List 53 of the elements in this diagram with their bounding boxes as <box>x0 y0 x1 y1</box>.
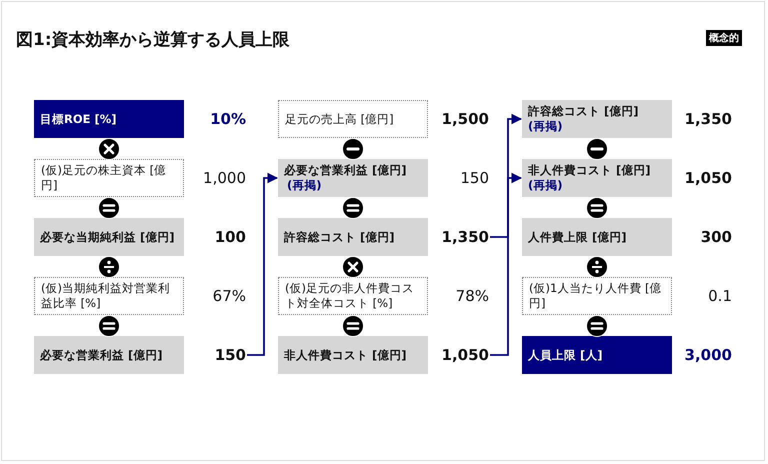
result-box <box>34 218 184 256</box>
result-box <box>278 159 428 197</box>
value-label: 150 <box>460 168 489 188</box>
box-label: (仮)足元の株主資本 [億円] <box>41 163 166 192</box>
value-label: 1,050 <box>442 345 489 365</box>
result-box <box>278 336 428 374</box>
result-box <box>522 159 672 197</box>
value-label: 100 <box>214 227 246 247</box>
result-box <box>34 336 184 374</box>
connector-arrow <box>490 114 522 238</box>
box-label: 足元の売上高 [億円] <box>285 112 394 126</box>
box-label: 人件費上限 [億円] <box>528 230 627 244</box>
input-box <box>278 277 428 315</box>
box-label: 非人件費コスト [億円] <box>528 163 651 178</box>
highlight-box <box>522 336 672 374</box>
value-label: 300 <box>700 227 732 247</box>
tag-label: 概念的 <box>706 30 742 46</box>
box-label: (仮)1人当たり人件費 [億円] <box>529 281 662 310</box>
value-label: 1,000 <box>203 168 246 188</box>
value-label: 0.1 <box>708 286 732 306</box>
highlight-box <box>34 100 184 138</box>
value-label: 3,000 <box>684 345 732 365</box>
diagram-title: 図1:資本効率から逆算する人員上限 <box>16 29 290 51</box>
input-box <box>278 100 428 138</box>
input-box <box>522 277 672 315</box>
result-box <box>522 218 672 256</box>
input-box <box>34 277 184 315</box>
box-label: 許容総コスト [億円] <box>528 104 639 118</box>
box-label: 目標ROE [%] <box>40 112 117 126</box>
value-label: 150 <box>214 345 246 365</box>
note-label: (再掲) <box>287 178 322 192</box>
note-label: (再掲) <box>528 178 564 193</box>
value-label: 1,500 <box>442 109 489 129</box>
value-label: 67% <box>212 286 246 306</box>
value-label: 10% <box>210 109 246 129</box>
box-label: 必要な営業利益 [億円] <box>284 163 407 178</box>
connector-arrow <box>247 172 278 356</box>
result-box <box>278 218 428 256</box>
box-label: 許容総コスト [億円] <box>284 230 395 244</box>
box-label: 非人件費コスト [億円] <box>284 348 407 362</box>
value-label: 1,350 <box>442 227 489 247</box>
value-label: 78% <box>456 286 489 306</box>
box-label: 必要な当期純利益 [億円] <box>40 230 175 244</box>
box-label: 必要な営業利益 [億円] <box>40 348 163 362</box>
note-label: (再掲) <box>528 119 564 134</box>
box-label: 人員上限 [人] <box>528 348 603 362</box>
box-label: (仮)足元の非人件費コスト対全体コスト [%] <box>285 281 414 310</box>
input-box <box>34 159 184 197</box>
connector-arrow <box>490 172 522 356</box>
result-box <box>522 100 672 138</box>
box-label: (仮)当期純利益対営業利益比率 [%] <box>41 281 170 310</box>
value-label: 1,050 <box>684 168 732 188</box>
value-label: 1,350 <box>684 109 732 129</box>
